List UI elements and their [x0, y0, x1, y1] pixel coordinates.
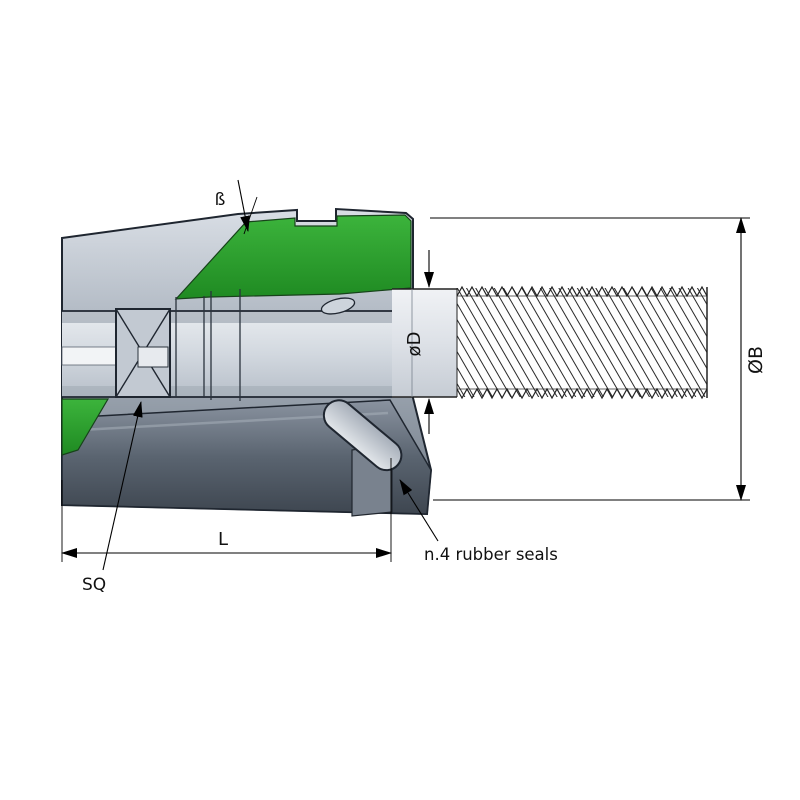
label-SQ: SQ: [82, 575, 106, 595]
section-green-lower: [61, 398, 110, 456]
label-angle: ß: [215, 190, 226, 210]
dimension-L: L: [61, 458, 392, 562]
thread-crest-bottom: [456, 387, 708, 400]
dimension-OB: ØB: [430, 217, 767, 501]
internal-steps: [175, 289, 241, 401]
callout-angle: ß: [215, 179, 258, 235]
callout-rubber-seals: n.4 rubber seals: [399, 479, 558, 564]
thread-crest-top: [456, 285, 708, 298]
rubber-seal-top: [320, 297, 356, 315]
square-broach: [115, 308, 171, 398]
label-oD: øD: [404, 332, 425, 357]
label-rubber-seals: n.4 rubber seals: [424, 545, 558, 564]
threaded-shank: [456, 285, 708, 400]
rubber-seal-front: [322, 399, 403, 472]
label-OB: ØB: [745, 346, 767, 374]
neck-cylinder: [392, 288, 457, 398]
bore-shadow-bottom: [62, 386, 392, 397]
section-green-upper: [174, 214, 412, 300]
callout-SQ: SQ: [82, 401, 143, 595]
label-L: L: [218, 529, 228, 550]
collet-body: [61, 207, 433, 517]
dimension-oD: øD: [404, 250, 434, 434]
bore-shadow-top: [62, 311, 392, 323]
thread-hatch: [457, 288, 707, 397]
